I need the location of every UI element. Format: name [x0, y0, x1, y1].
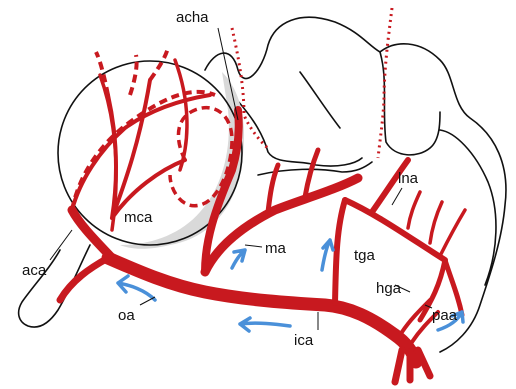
label-lna: lna — [398, 170, 419, 187]
leader-lines — [50, 28, 432, 330]
tga-vessel — [335, 200, 345, 303]
arteries — [60, 8, 465, 382]
label-aca: aca — [22, 262, 47, 279]
optic-stalk — [19, 245, 90, 327]
leader-oa — [140, 297, 155, 305]
label-paa: paa — [432, 307, 458, 324]
hindbrain-outline — [440, 130, 496, 285]
flow-arrow-ma — [232, 250, 245, 268]
leader-lna — [392, 188, 402, 205]
label-ma: ma — [265, 240, 286, 257]
midbrain-fold — [300, 72, 340, 128]
leader-aca — [50, 230, 72, 260]
label-acha: acha — [176, 9, 209, 26]
lna-branches — [408, 192, 465, 256]
label-mca: mca — [124, 209, 153, 226]
label-tga: tga — [354, 247, 376, 264]
tectum-outline — [380, 52, 440, 155]
flow-arrow-tga — [322, 240, 333, 270]
mca-vessel — [108, 80, 185, 218]
leader-ma — [245, 245, 262, 247]
ica-vessel — [108, 258, 416, 362]
flow-arrow-ica — [240, 318, 290, 331]
oa-vessel — [60, 258, 108, 300]
label-ica: ica — [294, 332, 314, 349]
label-hga: hga — [376, 280, 402, 297]
label-oa: oa — [118, 307, 135, 324]
ica-roots — [395, 350, 430, 382]
